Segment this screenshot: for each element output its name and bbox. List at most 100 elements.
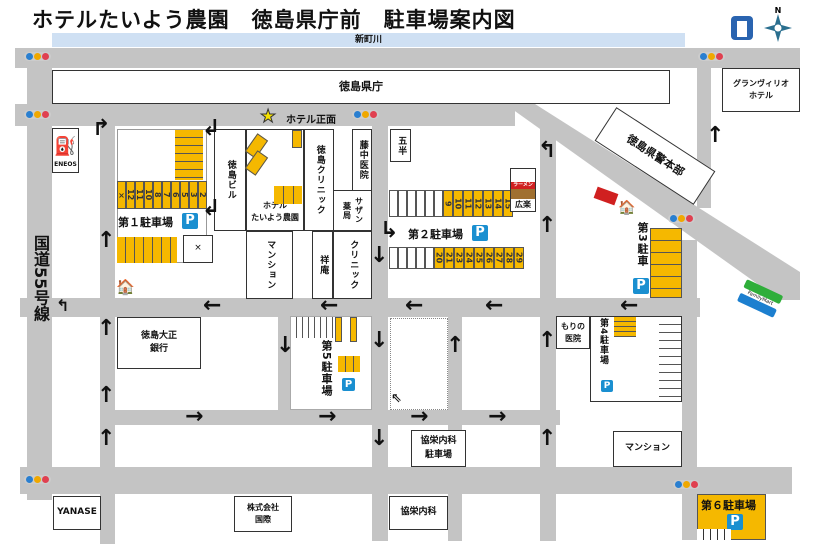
route-55-label: 国道55号線 [31,235,50,322]
compass-rose-icon: N [764,6,792,42]
parking-icon: P [472,225,488,241]
parking-stall: 13 [483,190,493,217]
parking-icon: P [601,380,613,392]
arrow-up-icon: ↑ [97,228,116,253]
parking-4-label: 第4駐車場 [598,318,608,366]
arrow-turn-icon: ↲ [202,196,221,221]
parking-stall: 7 [162,181,171,209]
arrow-up-icon: ↑ [538,426,557,451]
parking-2-label: 第２駐車場 [408,228,463,241]
koraku-ramen: ラーメン 広楽 [510,168,536,212]
arrow-right-icon: → [318,404,337,429]
parking-stall [350,317,357,342]
morino-clinic: もりの 医院 [556,316,590,349]
parking-stall [416,190,425,217]
entrance-arrow-icon: ⇖ [391,391,402,406]
parking-stall [425,247,434,269]
granvirio-hotel: グランヴィリオ ホテル [722,68,800,112]
parking-stall: 11 [463,190,473,217]
parking-stall [425,190,434,217]
tokushima-clinic: 徳島クリニック [304,129,334,231]
hotel-front-label: ホテル正面 [286,115,336,126]
parking-stall: 21 [444,247,454,269]
arrow-up-icon: ↑ [538,328,557,353]
parking-stalls [291,317,335,338]
arrow-up-icon: ↑ [97,426,116,451]
arrow-left-icon: ← [620,293,639,318]
traffic-light-icon [352,110,379,119]
parking-stall: 28 [504,247,514,269]
arrow-down-icon: ↓ [276,333,295,358]
parking-stall: 14 [493,190,503,217]
parking-1-label: 第１駐車場 [118,216,173,229]
traffic-light-icon [698,52,725,61]
arrow-up-icon: ↑ [446,333,465,358]
house-icon: 🏠 [116,278,135,296]
river-shinmachi: 新町川 [52,33,685,47]
parking-stall: 20 [434,247,444,269]
parking-icon: P [727,514,743,530]
parking-stalls [614,317,636,337]
unavailable-stall: × [183,235,213,263]
kokusai-company: 株式会社 国際 [234,496,292,532]
parking-stall [407,190,416,217]
parking-lot-4 [590,316,682,402]
parking-stall: 25 [474,247,484,269]
lot-area [390,318,448,410]
star-icon: ★ [259,106,277,128]
parking-stall [416,247,425,269]
parking-6-label: 第６駐車場 [701,499,756,512]
arrow-turn-icon: ↳ [380,218,399,243]
tokushima-emblem-icon [731,16,753,40]
parking-stall: 8 [153,181,162,209]
arrow-turn-icon: ↰ [56,296,70,315]
parking-stall: 27 [494,247,504,269]
parking-5-label: 第5駐車場 [320,340,333,397]
parking-stall [398,247,407,269]
traffic-light-icon [24,52,51,61]
parking-stall [389,190,398,217]
parking-stall: 9 [443,190,453,217]
svg-text:N: N [775,6,782,15]
clinic-building: クリニック [333,231,372,299]
arrow-up-icon: ↑ [97,383,116,408]
traffic-light-icon [668,214,695,223]
yanase: YANASE [53,496,101,530]
tokushima-building: 徳島ビル [214,129,246,231]
arrow-down-icon: ↓ [370,328,389,353]
parking-stall [398,190,407,217]
parking-stall [335,317,342,342]
parking-stall: 26 [484,247,494,269]
parking-stall: 11 [135,181,144,209]
arrow-up-icon: ↑ [538,213,557,238]
parking-3-label: 第3駐車 [636,222,649,267]
traffic-light-icon [24,110,51,119]
page-title: ホテルたいよう農園 徳島県庁前 駐車場案内図 [32,8,516,32]
ramen-shop-icon: ラーメン [511,181,535,189]
arrow-turn-icon: ↲ [202,116,221,141]
arrow-right-icon: → [410,404,429,429]
parking-stall: 24 [464,247,474,269]
eneos-station: ⛽ ENEOS [52,128,79,173]
arrow-left-icon: ← [203,293,222,318]
traffic-light-icon [673,480,700,489]
fujinaka-clinic: 藤中医院 [352,129,372,191]
mansion-building-2: マンション [613,431,682,467]
parking-stall [292,130,302,148]
parking-stalls [338,356,360,372]
arrow-down-icon: ↓ [370,426,389,451]
arrow-left-icon: ← [485,293,504,318]
arrow-left-icon: ← [405,293,424,318]
arrow-right-icon: → [185,404,204,429]
parking-stall [389,247,398,269]
parking-stall: 12 [473,190,483,217]
tokushima-taisho-bank: 徳島大正 銀行 [117,317,201,369]
parking-stall: × [117,181,126,209]
kyoei-clinic: 協栄内科 [389,496,448,530]
arrow-turn-icon: ↰ [538,138,557,163]
kyoei-clinic-parking: 協栄内科 駐車場 [411,430,466,467]
parking-icon: P [182,213,198,229]
unavailable-stalls [697,529,731,540]
gohan: 五半 [390,129,411,162]
